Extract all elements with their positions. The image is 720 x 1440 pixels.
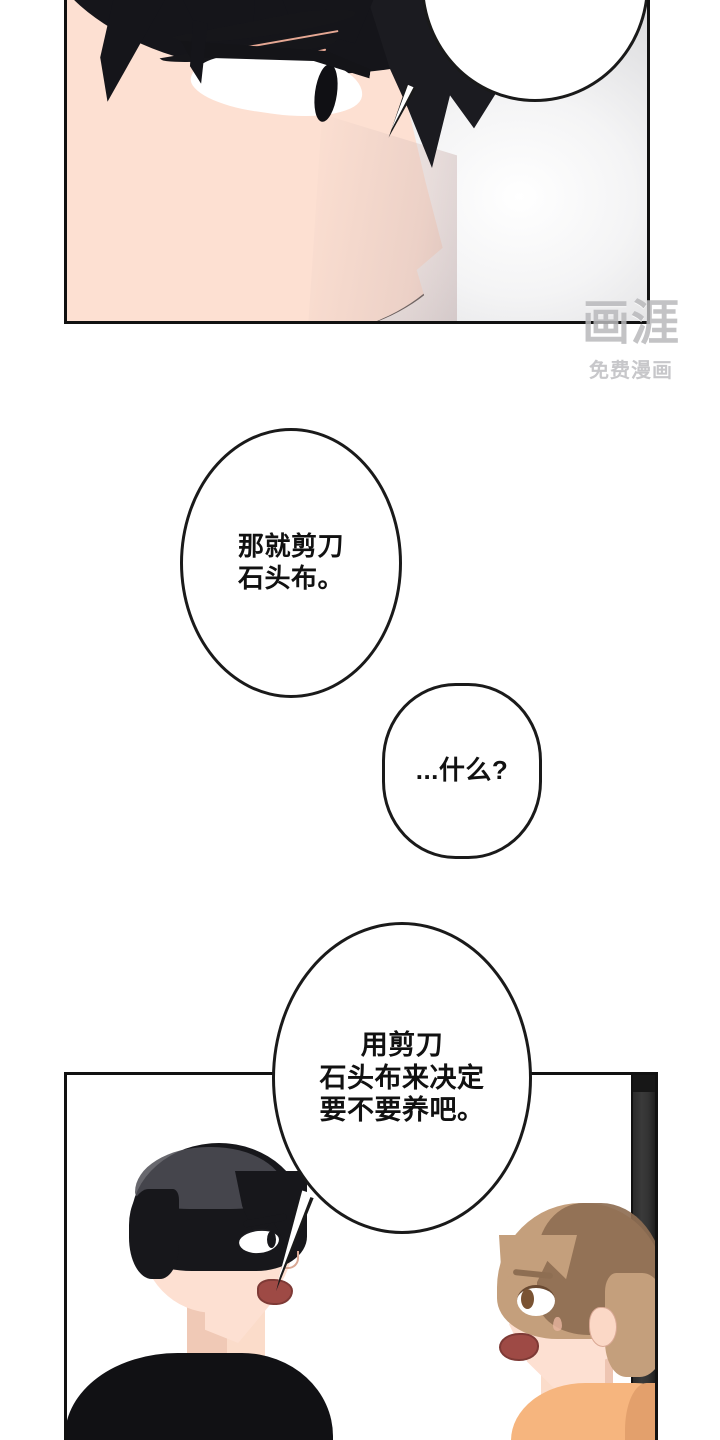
character-right	[485, 1203, 655, 1440]
left-mouth	[257, 1279, 293, 1305]
right-mouth	[499, 1333, 539, 1361]
watermark-main-text: 画涯	[581, 297, 680, 350]
watermark-sub-text: 免费漫画	[589, 360, 673, 382]
character-left	[67, 1137, 339, 1440]
speech-bubble-3-text: 用剪刀 石头布来决定 要不要养吧。	[319, 1029, 485, 1126]
watermark: 画涯 免费漫画	[566, 300, 696, 383]
speech-bubble-2: ...什么?	[382, 683, 542, 859]
speech-bubble-2-text: ...什么?	[415, 755, 509, 786]
right-pupil	[521, 1289, 534, 1309]
speech-bubble-1: 那就剪刀 石头布。	[180, 428, 402, 698]
comic-panel-top	[64, 0, 650, 324]
left-torso-shirt	[67, 1353, 333, 1440]
sweat-drop-icon	[553, 1317, 562, 1331]
speech-bubble-1-text: 那就剪刀 石头布。	[237, 531, 344, 593]
speech-bubble-3-tail	[269, 1190, 344, 1300]
left-nose	[281, 1251, 299, 1269]
left-pupil	[267, 1231, 276, 1248]
speech-bubble-3: 用剪刀 石头布来决定 要不要养吧。	[272, 922, 532, 1234]
left-hair-sideburn	[129, 1189, 179, 1279]
right-ear	[589, 1307, 617, 1347]
